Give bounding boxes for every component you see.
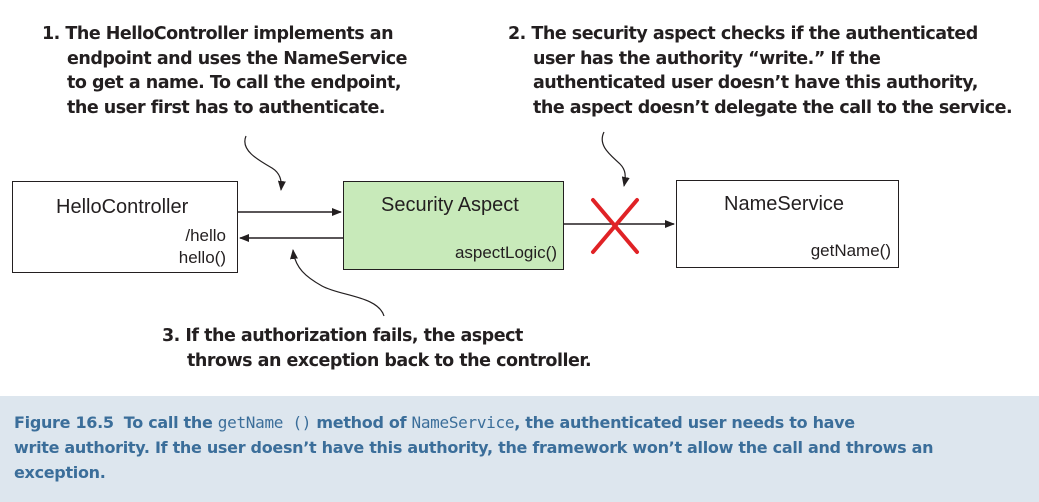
figure-label: Figure 16.5	[14, 413, 114, 432]
caption-text-1: To call the	[123, 413, 218, 432]
name-service-method: getName()	[810, 241, 891, 260]
annotation-2-line-3: authenticated user doesn’t have this aut…	[533, 73, 978, 93]
caption-line-1: Figure 16.5 To call the getName () method…	[14, 410, 1025, 435]
annotation-3: 3. If the authorization fails, the aspec…	[162, 324, 592, 373]
annotation-2-line-1: 2. The security aspect checks if the aut…	[508, 24, 978, 44]
caption-text-3: , the authenticated user needs to have	[514, 413, 855, 432]
hello-controller-box: HelloController /hello hello()	[12, 181, 238, 273]
security-aspect-title: Security Aspect	[381, 194, 519, 216]
hello-controller-method: hello()	[178, 248, 226, 267]
annotation-2: 2. The security aspect checks if the aut…	[508, 22, 1013, 120]
callout-2-connector	[601, 131, 630, 187]
annotation-1-line-4: the user first has to authenticate.	[67, 97, 385, 118]
annotation-1-line-3: to get a name. To call the endpoint,	[67, 73, 402, 93]
caption-code-getname: getName ()	[217, 413, 312, 432]
caption-code-nameservice: NameService	[411, 413, 515, 432]
blocked-call-x-icon	[591, 198, 639, 254]
diagram-connectors	[238, 131, 675, 317]
name-service-box: NameService getName()	[676, 180, 899, 268]
callout-3-connector	[290, 249, 385, 317]
hello-controller-title: HelloController	[56, 196, 189, 218]
callout-1-connector	[244, 135, 286, 191]
security-aspect-box: Security Aspect aspectLogic()	[343, 181, 564, 270]
figure-caption: Figure 16.5 To call the getName () method…	[0, 396, 1039, 502]
annotation-3-line-1: 3. If the authorization fails, the aspec…	[162, 326, 523, 346]
security-aspect-method: aspectLogic()	[454, 243, 557, 262]
hello-controller-path: /hello	[185, 226, 226, 245]
caption-text-2: method of	[311, 413, 412, 432]
annotation-1: 1. The HelloController implements an end…	[42, 22, 408, 120]
name-service-title: NameService	[724, 193, 845, 215]
annotation-1-line-1: 1. The HelloController implements an	[42, 24, 394, 44]
annotation-1-line-2: endpoint and uses the NameService	[67, 48, 408, 69]
caption-line-2: write authority. If the user doesn’t hav…	[14, 438, 934, 457]
annotation-2-line-4: the aspect doesn’t delegate the call to …	[533, 97, 1013, 118]
annotation-3-line-2: throws an exception back to the controll…	[187, 350, 592, 371]
annotation-2-line-2: user has the authority “write.” If the	[533, 48, 881, 69]
caption-line-3: exception.	[14, 463, 106, 482]
